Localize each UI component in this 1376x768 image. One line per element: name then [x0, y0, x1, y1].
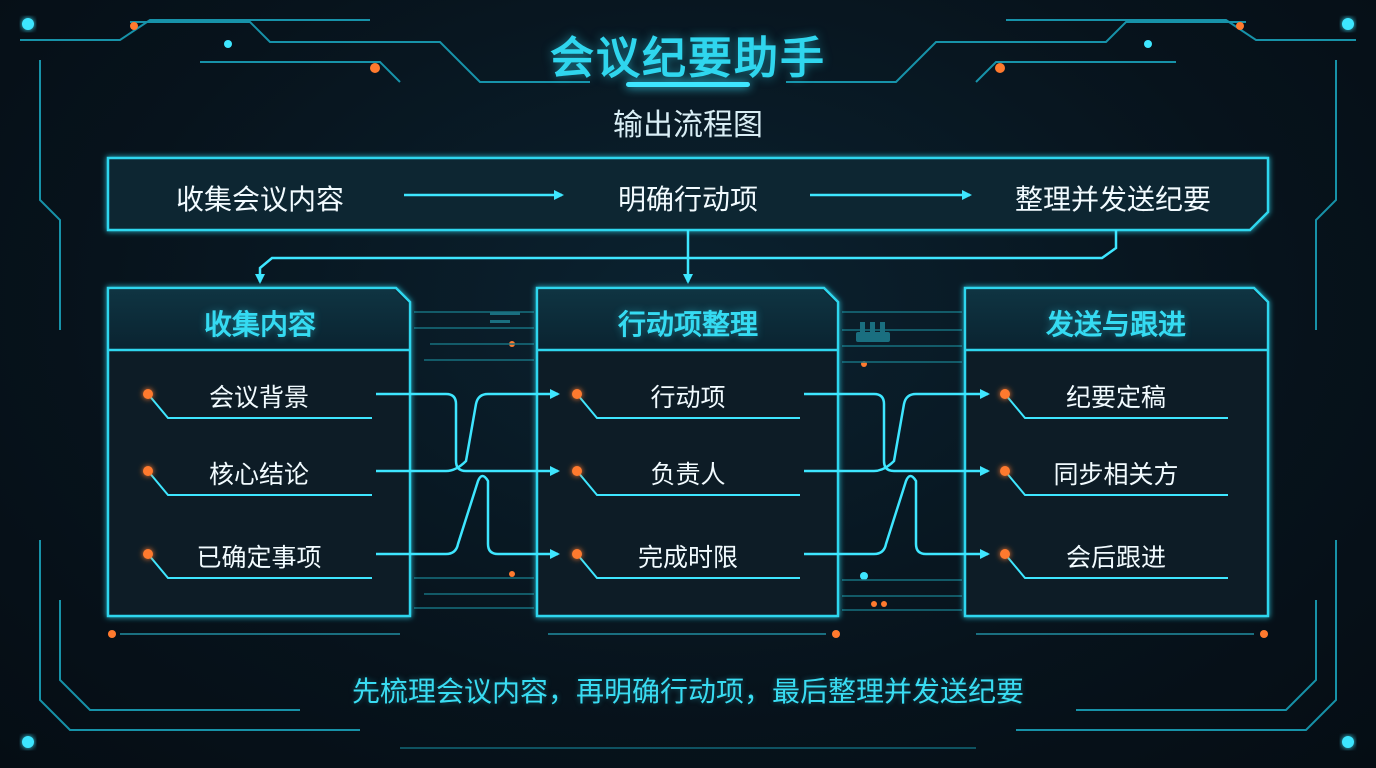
- panel-action: [535, 286, 840, 618]
- panel-collect: [106, 286, 412, 618]
- panel-title-action: 行动项整理: [617, 308, 758, 341]
- cross-connectors-right: [804, 389, 990, 559]
- flow-step-2: 明确行动项: [617, 183, 758, 216]
- list-item-send-3: 会后跟进: [1065, 543, 1166, 572]
- page-title: 会议纪要助手: [550, 33, 826, 84]
- list-item-action-3: 完成时限: [637, 543, 738, 572]
- chip-decorations: [490, 312, 890, 342]
- item-bullets: [143, 389, 1010, 559]
- top-flow-bar: [106, 156, 1270, 232]
- item-decorations: [147, 393, 1228, 579]
- list-item-action-2: 负责人: [650, 460, 726, 489]
- summary-text: 先梳理会议内容，再明确行动项，最后整理并发送纪要: [351, 675, 1024, 708]
- flow-step-1: 收集会议内容: [175, 183, 344, 216]
- panel-title-send: 发送与跟进: [1045, 308, 1186, 341]
- cross-connectors-left: [376, 389, 560, 559]
- flow-step-3: 整理并发送纪要: [1014, 183, 1211, 216]
- page-subtitle: 输出流程图: [613, 108, 763, 143]
- panel-send: [963, 286, 1270, 618]
- list-item-send-1: 纪要定稿: [1065, 383, 1166, 412]
- list-item-send-2: 同步相关方: [1053, 460, 1179, 489]
- list-item-collect-3: 已确定事项: [196, 543, 322, 572]
- title-underline: [626, 82, 750, 87]
- frame-nodes: [22, 18, 1354, 748]
- list-item-action-1: 行动项: [650, 383, 726, 412]
- panel-title-collect: 收集内容: [203, 308, 316, 341]
- branch-connectors: [255, 230, 1118, 284]
- inter-panel-circuitry: [414, 311, 962, 611]
- frame-decoration: [20, 19, 1356, 749]
- list-item-collect-2: 核心结论: [208, 460, 309, 489]
- list-item-collect-1: 会议背景: [208, 383, 309, 412]
